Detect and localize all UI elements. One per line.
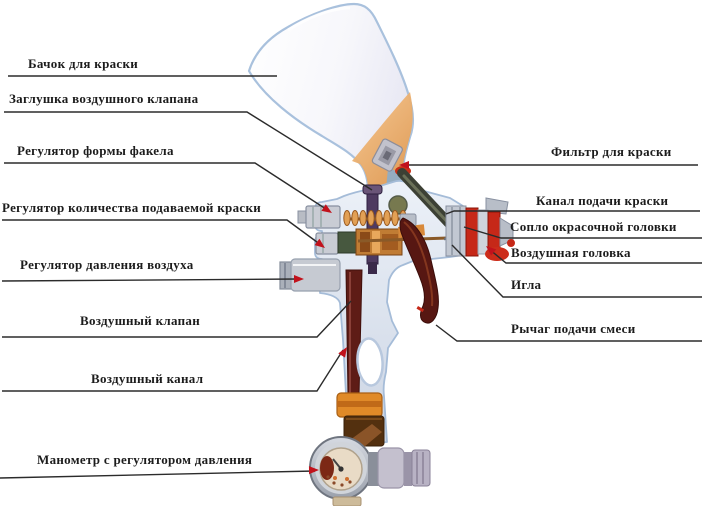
leader-air-channel: [2, 349, 344, 392]
label-needle: Игла: [511, 277, 542, 292]
leader-air-valve-plug: [4, 111, 373, 191]
spray-head: [445, 197, 515, 261]
handle-cutout: [356, 337, 384, 387]
leader-fan-shape-regulator: [4, 162, 330, 212]
label-air-valve-plug: Заглушка воздушного клапана: [9, 91, 199, 106]
fan-shape-regulator-knob: [297, 205, 410, 229]
label-air-valve: Воздушный клапан: [80, 313, 200, 328]
label-paint-quantity-regulator: Регулятор количества подаваемой краски: [2, 200, 262, 215]
pressure-gauge: [309, 436, 373, 506]
label-paint-supply-channel: Канал подачи краски: [536, 193, 669, 208]
label-paint-filter: Фильтр для краски: [551, 144, 672, 159]
label-air-channel: Воздушный канал: [91, 371, 204, 386]
arrow-air-channel: [338, 347, 347, 358]
label-fan-shape-regulator: Регулятор формы факела: [17, 143, 174, 158]
leader-lines: [0, 75, 702, 479]
label-air-pressure-regulator: Регулятор давления воздуха: [20, 257, 194, 272]
spring-coil: [343, 210, 407, 226]
leader-mixture-lever: [435, 324, 702, 342]
arrow-air-pressure-regulator: [294, 275, 304, 283]
gauge-foot: [332, 496, 362, 506]
label-mixture-lever: Рычаг подачи смеси: [511, 321, 636, 336]
leader-arrowheads: [294, 161, 497, 475]
leader-manometer: [0, 470, 316, 479]
arrow-paint-quantity-regulator: [314, 238, 325, 248]
arrow-paint-filter: [399, 161, 409, 169]
trigger: [399, 213, 439, 324]
label-manometer: Манометр с регулятором давления: [37, 452, 253, 467]
leader-air-pressure-regulator: [1, 278, 299, 282]
leader-paint-head-nozzle: [463, 226, 702, 239]
arrow-air-head: [486, 246, 497, 256]
label-paint-head-nozzle: Сопло окрасочной головки: [510, 219, 677, 234]
leader-air-head: [488, 248, 702, 264]
air-valve-plug-part: [362, 184, 383, 274]
leader-needle: [451, 244, 702, 298]
air-inlet-fitting: [368, 447, 431, 489]
label-air-head: Воздушная головка: [511, 245, 631, 260]
arrow-manometer: [308, 466, 319, 475]
leader-air-valve: [2, 300, 352, 338]
arrow-fan-shape-regulator: [321, 204, 332, 213]
leader-paint-supply-channel: [445, 210, 700, 215]
label-paint-cup: Бачок для краски: [28, 56, 139, 71]
leader-paint-quantity-regulator: [2, 219, 322, 246]
air-pressure-regulator-knob: [279, 258, 341, 292]
